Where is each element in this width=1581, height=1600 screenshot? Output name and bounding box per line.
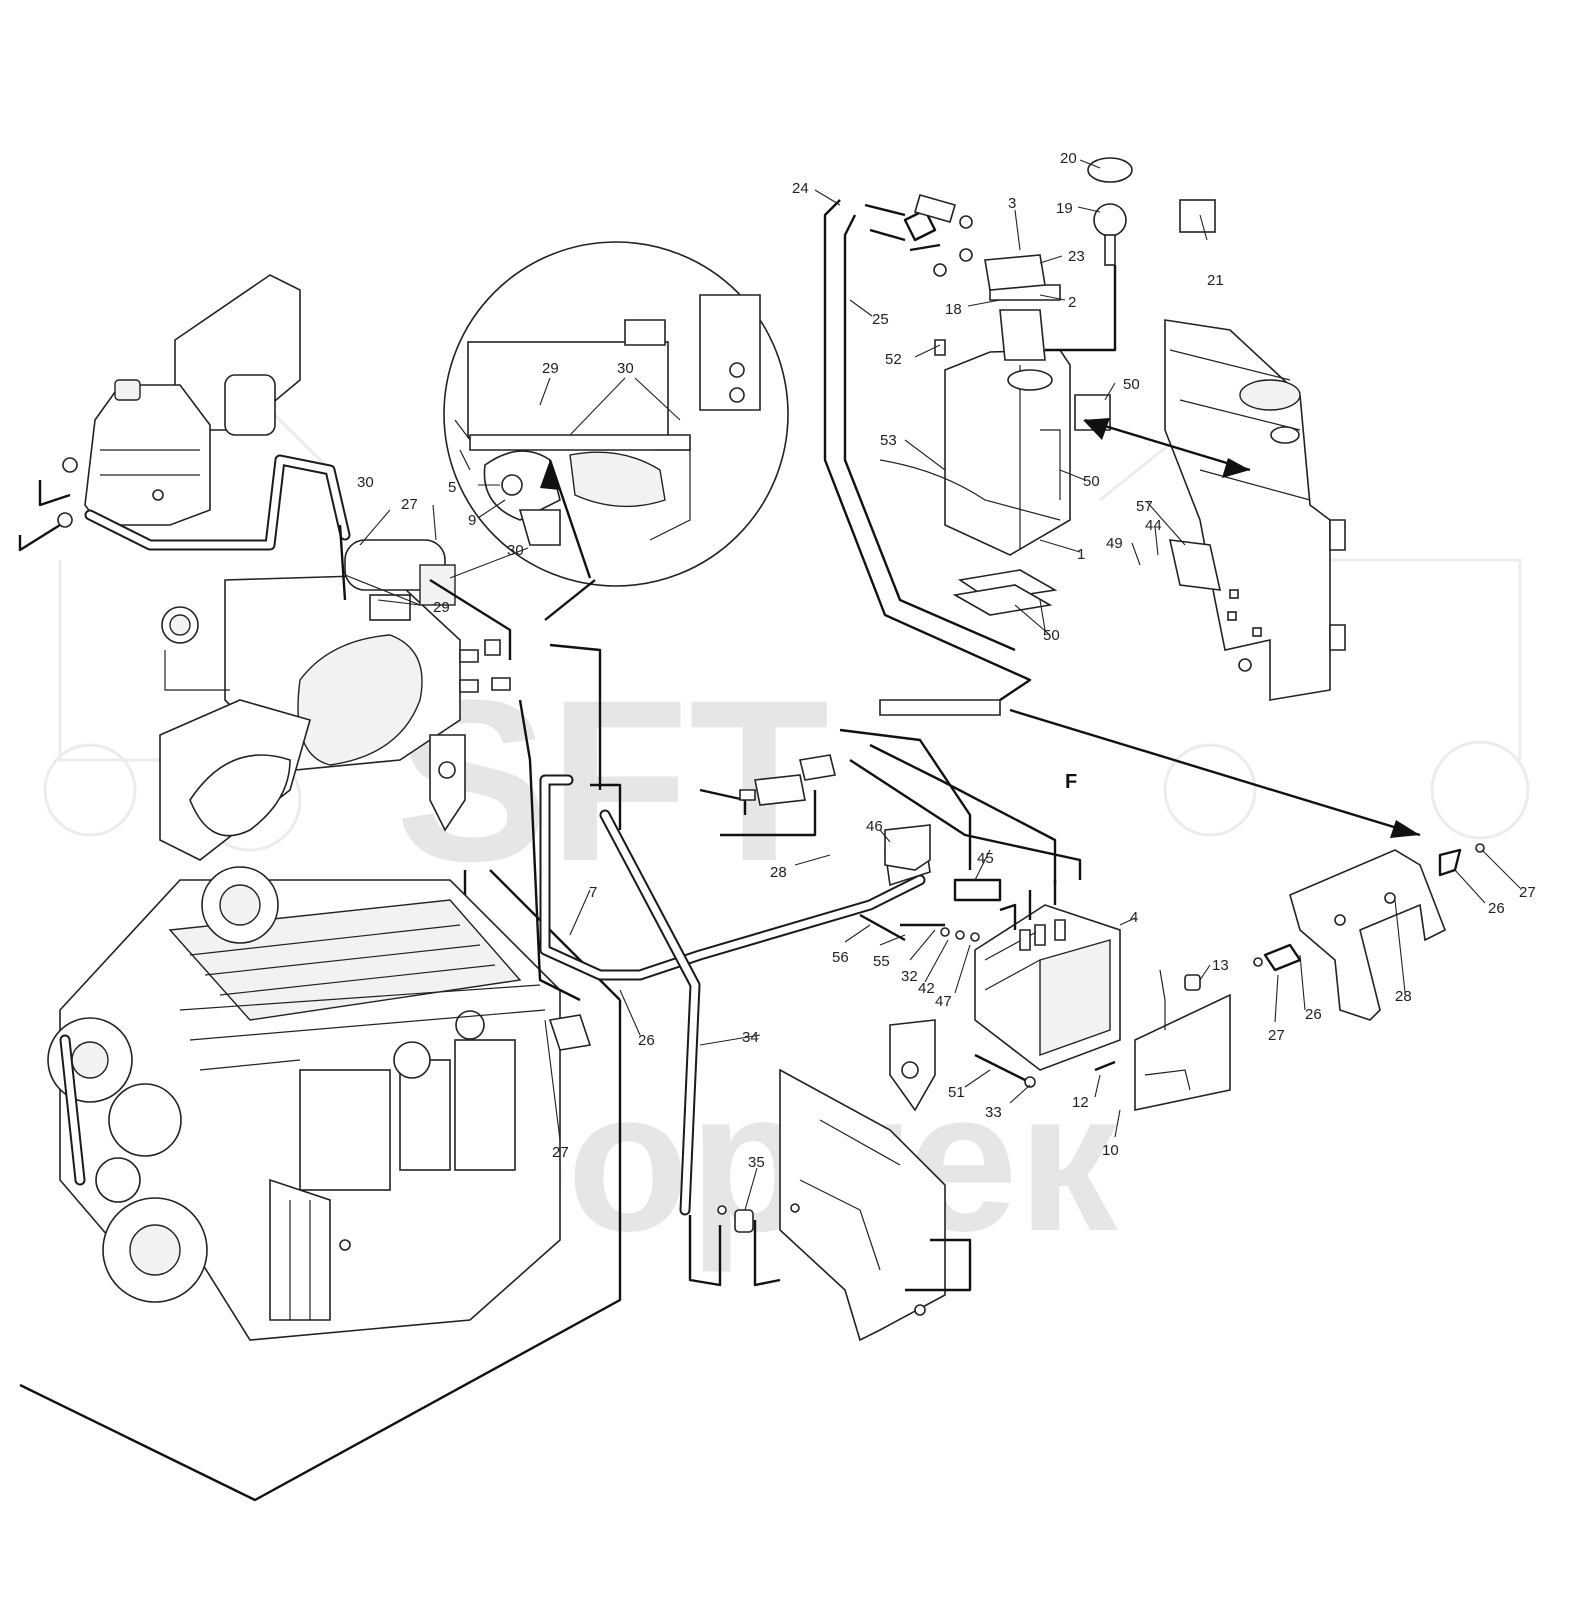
callout-55: 55 — [873, 953, 890, 970]
hose-routing — [518, 643, 931, 1287]
engine-assembly — [19, 866, 622, 1502]
callout-19: 19 — [1056, 200, 1073, 217]
callout-27-engine: 27 — [552, 1144, 569, 1161]
lower-body — [717, 1068, 972, 1342]
callout-27-bracket: 27 — [1268, 1027, 1285, 1044]
callout-45: 45 — [977, 850, 994, 867]
callout-13: 13 — [1212, 957, 1229, 974]
callout-26-right: 26 — [1488, 900, 1505, 917]
callout-5: 5 — [448, 479, 456, 496]
cab-frame — [1009, 319, 1421, 838]
callout-44: 44 — [1145, 517, 1162, 534]
heater-block — [859, 824, 1231, 1112]
callout-26-bracket: 26 — [1305, 1006, 1322, 1023]
callout-9: 9 — [468, 512, 476, 529]
callout-33: 33 — [985, 1104, 1002, 1121]
callout-10: 10 — [1102, 1142, 1119, 1159]
callout-2: 2 — [1068, 294, 1076, 311]
callout-29-detail: 29 — [542, 360, 559, 377]
callout-50-top: 50 — [1123, 376, 1140, 393]
callout-25: 25 — [872, 311, 889, 328]
callout-57: 57 — [1136, 498, 1153, 515]
detail-letter-f: F — [1065, 771, 1077, 793]
callout-50-bottom: 50 — [1043, 627, 1060, 644]
callout-30-detail: 30 — [617, 360, 634, 377]
callout-26-hose: 26 — [638, 1032, 655, 1049]
detail-magnifier — [443, 241, 789, 621]
callout-28-right: 28 — [1395, 988, 1412, 1005]
callout-53: 53 — [880, 432, 897, 449]
callout-42: 42 — [918, 980, 935, 997]
callout-1: 1 — [1077, 546, 1085, 563]
callout-12: 12 — [1072, 1094, 1089, 1111]
callout-30-left: 30 — [357, 474, 374, 491]
expansion-tank-assembly — [18, 274, 351, 552]
callout-27-top: 27 — [401, 496, 418, 513]
callout-34: 34 — [742, 1029, 759, 1046]
callout-49: 49 — [1106, 535, 1123, 552]
callout-50-mid: 50 — [1083, 473, 1100, 490]
callout-52: 52 — [885, 351, 902, 368]
callout-51: 51 — [948, 1084, 965, 1101]
callout-labels: 20 24 3 19 23 21 2 18 25 52 50 29 30 53 … — [357, 150, 1536, 1171]
callout-21: 21 — [1207, 272, 1224, 289]
callout-23: 23 — [1068, 248, 1085, 265]
callout-56: 56 — [832, 949, 849, 966]
callout-3: 3 — [1008, 195, 1016, 212]
callout-24: 24 — [792, 180, 809, 197]
fuel-tank-assembly — [879, 157, 1216, 616]
callout-18: 18 — [945, 301, 962, 318]
callout-27-right: 27 — [1519, 884, 1536, 901]
callout-7: 7 — [589, 884, 597, 901]
callout-30-pipe: 30 — [507, 542, 524, 559]
callout-32: 32 — [901, 968, 918, 985]
heater-unit-assembly — [159, 524, 512, 861]
callout-leaders — [359, 159, 1521, 1211]
mounting-bracket — [1253, 843, 1485, 1021]
callout-29-left: 29 — [433, 599, 450, 616]
tank-pipes — [699, 199, 1082, 902]
callout-4: 4 — [1130, 909, 1138, 926]
callout-47: 47 — [935, 993, 952, 1010]
callout-20: 20 — [1060, 150, 1077, 167]
callout-28-mid: 28 — [770, 864, 787, 881]
callout-35: 35 — [748, 1154, 765, 1171]
callout-46: 46 — [866, 818, 883, 835]
